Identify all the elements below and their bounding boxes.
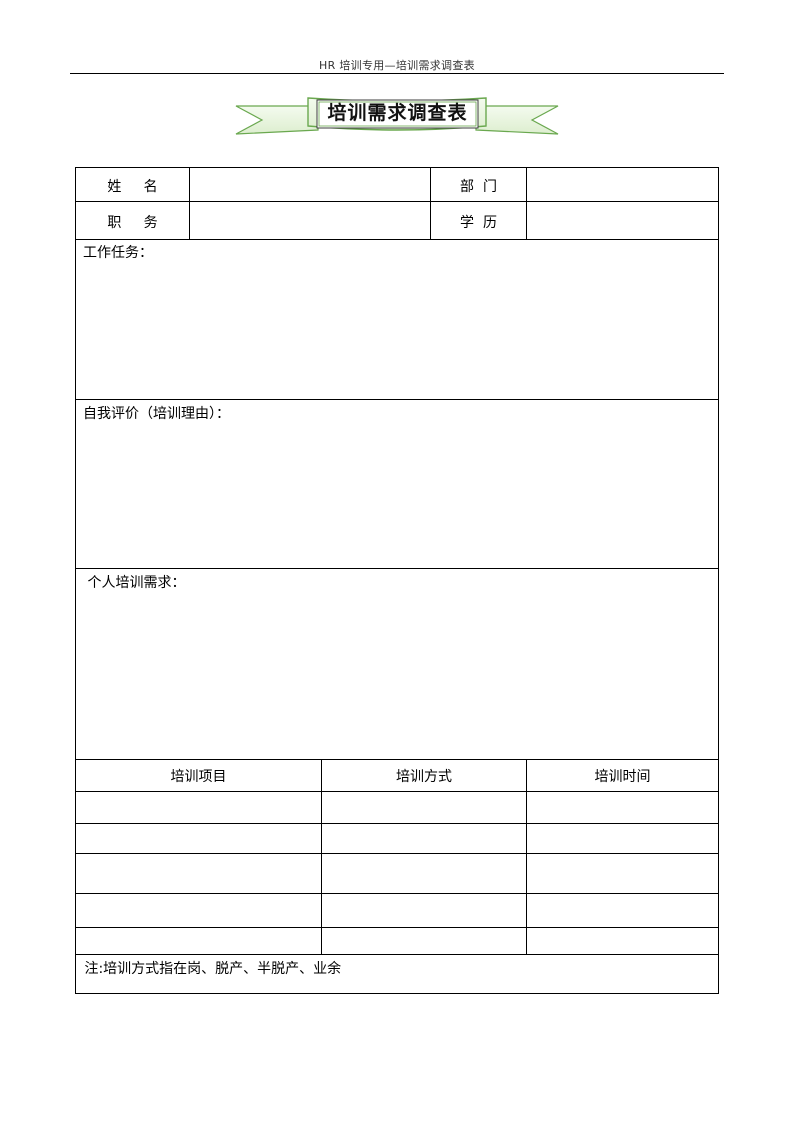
column-header-training-method: 培训方式: [396, 769, 452, 785]
column-header-training-item: 培训项目: [170, 769, 227, 785]
self-evaluation-label: 自我评价（培训理由）：: [83, 406, 230, 422]
name-field[interactable]: [190, 169, 430, 201]
row-divider: [76, 399, 718, 400]
personal-needs-field[interactable]: [77, 592, 717, 758]
row-divider: [76, 893, 718, 894]
position-label: 职 务: [107, 215, 158, 231]
column-divider: [321, 759, 322, 954]
name-label: 姓 名: [107, 179, 158, 195]
column-divider: [526, 759, 527, 954]
training-method-cell[interactable]: [322, 792, 526, 823]
row-divider: [76, 568, 718, 569]
training-method-cell[interactable]: [322, 854, 526, 893]
training-item-cell[interactable]: [77, 854, 321, 893]
row-divider: [76, 239, 718, 240]
header-divider: [70, 73, 724, 74]
row-divider: [76, 201, 718, 202]
page-header: HR 培训专用—培训需求调查表: [319, 59, 475, 72]
row-divider: [76, 823, 718, 824]
training-method-cell[interactable]: [322, 824, 526, 853]
row-divider: [76, 927, 718, 928]
department-field[interactable]: [527, 169, 718, 201]
row-divider: [76, 853, 718, 854]
personal-needs-label: 个人培训需求：: [83, 575, 186, 591]
education-field[interactable]: [527, 202, 718, 239]
column-header-training-time: 培训时间: [594, 769, 651, 785]
education-label: 学 历: [460, 215, 497, 231]
work-tasks-label: 工作任务：: [83, 245, 153, 261]
training-item-cell[interactable]: [77, 792, 321, 823]
row-divider: [76, 759, 718, 760]
training-needs-form: 姓 名 部 门 职 务 学 历 工作任务： 自我评价（培训理由）： 个人培训需求…: [75, 167, 719, 994]
work-tasks-field[interactable]: [77, 262, 717, 398]
column-divider: [189, 168, 190, 239]
training-method-note: 注:培训方式指在岗、脱产、半脱产、业余: [80, 961, 342, 977]
row-divider: [76, 954, 718, 955]
column-divider: [526, 168, 527, 239]
row-divider: [76, 791, 718, 792]
title-ribbon-banner: [235, 97, 559, 135]
training-item-cell[interactable]: [77, 894, 321, 927]
training-time-cell[interactable]: [527, 894, 717, 927]
training-time-cell[interactable]: [527, 854, 717, 893]
department-label: 部 门: [460, 179, 497, 195]
training-time-cell[interactable]: [527, 824, 717, 853]
self-evaluation-field[interactable]: [77, 423, 717, 567]
document-title: 培训需求调查表: [327, 102, 468, 124]
training-item-cell[interactable]: [77, 824, 321, 853]
training-item-cell[interactable]: [77, 928, 321, 954]
training-method-cell[interactable]: [322, 928, 526, 954]
training-time-cell[interactable]: [527, 928, 717, 954]
position-field[interactable]: [190, 202, 430, 239]
training-time-cell[interactable]: [527, 792, 717, 823]
training-method-cell[interactable]: [322, 894, 526, 927]
column-divider: [430, 168, 431, 239]
